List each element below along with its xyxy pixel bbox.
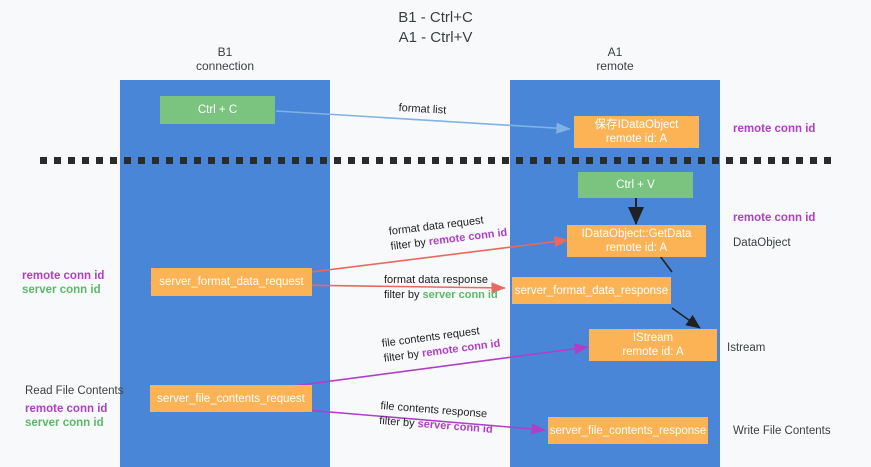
edge-format-response-to-istream: [671, 307, 701, 329]
lane-header-b1-sub: connection: [195, 59, 255, 73]
label-right-remote-conn-id-top: remote conn id: [733, 123, 816, 135]
lane-header-a1: A1 remote: [510, 45, 720, 73]
node-ctrl-v[interactable]: Ctrl + V: [578, 172, 693, 198]
phase-divider: [40, 157, 832, 164]
node-server-file-contents-request[interactable]: server_file_contents_request: [150, 385, 312, 412]
node-istream[interactable]: IStream remote id: A: [589, 329, 717, 361]
node-server-file-contents-request-label: server_file_contents_request: [157, 392, 305, 405]
node-server-format-data-response-label: server_format_data_response: [514, 284, 669, 297]
node-server-format-data-request-label: server_format_data_request: [159, 276, 304, 288]
node-save-idataobject-line2: remote id: A: [605, 133, 668, 145]
node-server-file-contents-response-label: server_file_contents_response: [549, 424, 707, 437]
lane-header-a1-sub: remote: [596, 59, 634, 73]
title-line-2: A1 - Ctrl+V: [398, 29, 473, 46]
edge-label-format-list: format list: [398, 101, 447, 117]
label-left-server-conn-id-bottom: server conn id: [25, 417, 104, 429]
node-save-idataobject[interactable]: 保存IDataObject remote id: A: [574, 116, 699, 148]
label-left-server-conn-id-mid: server conn id: [22, 284, 101, 296]
edge-label-format-data-response-filter: filter by server conn id: [384, 288, 498, 303]
edge-format-list: [275, 110, 571, 134]
lane-header-b1: B1 connection: [120, 45, 330, 73]
label-right-remote-conn-id-mid: remote conn id: [733, 212, 816, 224]
node-save-idataobject-line1: 保存IDataObject: [594, 119, 679, 131]
filter-prefix: filter by: [378, 414, 419, 430]
lane-header-b1-name: B1: [217, 45, 233, 59]
filter-prefix: filter by: [383, 347, 423, 365]
label-right-write-file-contents: Write File Contents: [733, 425, 831, 437]
node-istream-line1: IStream: [632, 332, 674, 344]
node-istream-line2: remote id: A: [622, 346, 684, 358]
edge-label-format-data-response: format data response filter by server co…: [384, 273, 498, 303]
node-getdata-line1: IDataObject::GetData: [581, 228, 692, 240]
label-left-read-file-contents: Read File Contents: [25, 385, 124, 397]
filter-prefix: filter by: [384, 289, 423, 301]
node-getdata-line2: remote id: A: [605, 242, 668, 254]
node-ctrl-v-label: Ctrl + V: [616, 179, 655, 191]
node-server-format-data-request[interactable]: server_format_data_request: [151, 268, 312, 296]
label-right-dataobject: DataObject: [733, 237, 791, 249]
filter-value: server conn id: [422, 289, 498, 301]
node-ctrl-c-label: Ctrl + C: [197, 104, 238, 116]
edge-label-format-data-response-main: format data response: [384, 274, 488, 286]
node-ctrl-c[interactable]: Ctrl + C: [160, 96, 275, 124]
label-left-remote-conn-id-bottom: remote conn id: [25, 403, 108, 415]
node-server-format-data-response[interactable]: server_format_data_response: [512, 277, 671, 304]
label-left-remote-conn-id-mid: remote conn id: [22, 270, 105, 282]
node-idataobject-getdata[interactable]: IDataObject::GetData remote id: A: [567, 225, 706, 257]
edge-getdata-to-format-response: [659, 255, 673, 273]
page-title: B1 - Ctrl+C A1 - Ctrl+V: [0, 8, 871, 48]
node-server-file-contents-response[interactable]: server_file_contents_response: [548, 417, 708, 444]
label-right-istream: Istream: [727, 342, 766, 354]
filter-prefix: filter by: [389, 236, 430, 253]
title-line-1: B1 - Ctrl+C: [398, 9, 473, 26]
lane-header-a1-name: A1: [607, 45, 623, 59]
